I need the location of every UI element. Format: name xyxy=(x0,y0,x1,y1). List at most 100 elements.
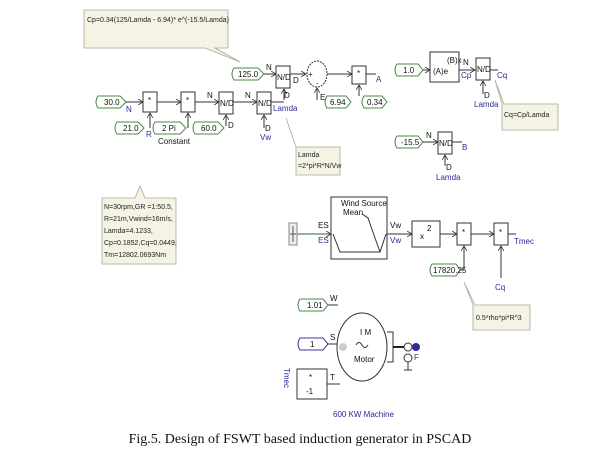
multiplier-block-4[interactable]: * xyxy=(493,222,509,246)
svg-text:-1: -1 xyxy=(306,387,314,396)
svg-text:Mean: Mean xyxy=(343,208,363,217)
svg-text:I M: I M xyxy=(360,328,371,337)
multiplier-block-2[interactable]: * xyxy=(180,91,196,113)
svg-text:R=21m,Vwind=16m/s,: R=21m,Vwind=16m/s, xyxy=(104,216,173,223)
svg-text:Motor: Motor xyxy=(354,355,375,364)
svg-text:N: N xyxy=(266,63,272,72)
const-2pi[interactable]: 2 Pi xyxy=(152,121,187,135)
const-1-0[interactable]: 1.0 xyxy=(394,63,424,77)
svg-text:N/D: N/D xyxy=(277,73,291,82)
svg-text:0.5*rho*pi*R^3: 0.5*rho*pi*R^3 xyxy=(476,315,522,322)
multiplier-block-3[interactable]: * xyxy=(456,222,472,246)
svg-text:Cp=0.1852,Cq=0.0449,: Cp=0.1852,Cq=0.0449, xyxy=(104,240,177,247)
note-parameters: N=30rpm,GR =1:50.5, R=21m,Vwind=16m/s, L… xyxy=(101,184,177,265)
figure-caption: Fig.5. Design of FSWT based induction ge… xyxy=(128,432,472,447)
svg-text:1: 1 xyxy=(310,340,315,349)
svg-text:-15.5: -15.5 xyxy=(401,138,420,147)
note-cp-formula: Cp=0.34(125/Lamda - 6.94)* e^(-15.5/Lamd… xyxy=(83,9,241,63)
divider-block-1[interactable]: N/D xyxy=(275,65,291,89)
const-60[interactable]: 60.0 xyxy=(192,121,225,135)
svg-text:W: W xyxy=(330,294,338,303)
svg-text:17820.25: 17820.25 xyxy=(433,266,467,275)
svg-text:N/D: N/D xyxy=(220,99,234,108)
svg-text:D: D xyxy=(484,91,490,100)
svg-text:D: D xyxy=(265,124,271,133)
svg-text:30.0: 30.0 xyxy=(104,98,120,107)
const-17820[interactable]: 17820.25 xyxy=(429,263,467,277)
divider-block-2[interactable]: N/D xyxy=(218,91,234,115)
meters: F xyxy=(403,342,420,371)
svg-text:+: + xyxy=(308,70,313,79)
svg-text:N/D: N/D xyxy=(477,65,491,74)
note-cq-formula: Cq=Cp/Lamda xyxy=(494,79,559,131)
svg-text:Cq: Cq xyxy=(495,283,505,292)
svg-text:x: x xyxy=(420,232,424,241)
svg-text:21.0: 21.0 xyxy=(123,124,139,133)
signal-Lamda-out: Lamda xyxy=(273,104,298,113)
const-1-01[interactable]: 1.01 xyxy=(297,298,329,312)
svg-text:D: D xyxy=(446,163,452,172)
summing-junction[interactable]: + - xyxy=(306,60,328,88)
signal-Lamda: Lamda xyxy=(474,100,499,109)
svg-text:*: * xyxy=(499,228,502,237)
svg-text:Wind Source: Wind Source xyxy=(341,199,387,208)
svg-text:E: E xyxy=(320,93,325,102)
svg-text:D: D xyxy=(228,121,234,130)
const-minus-15-5[interactable]: -15.5 xyxy=(394,135,424,149)
signal-Vw: Vw xyxy=(260,133,271,142)
multiplier-block-A[interactable]: * xyxy=(351,65,367,85)
const-1[interactable]: 1 xyxy=(297,337,329,351)
const-125[interactable]: 125.0 xyxy=(231,67,265,81)
svg-text:Lamda=4.1233,: Lamda=4.1233, xyxy=(104,228,153,235)
wind-source-block[interactable]: Wind Source Mean xyxy=(330,196,388,260)
const-30[interactable]: 30.0 xyxy=(95,95,127,109)
divider-block-3[interactable]: N/D xyxy=(256,91,272,115)
svg-text:N: N xyxy=(426,131,432,140)
svg-text:ES: ES xyxy=(318,236,329,245)
svg-text:2 Pi: 2 Pi xyxy=(162,124,176,133)
svg-text:N: N xyxy=(207,91,213,100)
divider-block-B[interactable]: N/D xyxy=(437,131,453,155)
svg-text:-: - xyxy=(316,79,319,88)
svg-text:1.01: 1.01 xyxy=(307,301,323,310)
signal-Tmec-in: Tmec xyxy=(282,368,291,388)
svg-text:F: F xyxy=(414,353,419,362)
slider-input[interactable] xyxy=(288,222,298,246)
signal-A: A xyxy=(376,75,382,84)
svg-text:=2*pi*R*N/Vw: =2*pi*R*N/Vw xyxy=(298,163,342,170)
svg-text:N: N xyxy=(463,58,469,67)
square-block[interactable]: x 2 xyxy=(411,220,441,248)
svg-text:Cq=Cp/Lamda: Cq=Cp/Lamda xyxy=(504,112,549,119)
svg-text:R: R xyxy=(146,130,152,139)
svg-text:*: * xyxy=(462,228,465,237)
svg-text:S: S xyxy=(330,333,335,342)
svg-text:N=30rpm,GR =1:50.5,: N=30rpm,GR =1:50.5, xyxy=(104,204,173,211)
svg-text:6.94: 6.94 xyxy=(330,98,346,107)
svg-text:Vw: Vw xyxy=(390,221,401,230)
svg-text:Vw: Vw xyxy=(390,236,401,245)
svg-text:0.34: 0.34 xyxy=(367,98,383,107)
const-21[interactable]: 21.0 xyxy=(114,121,145,135)
svg-text:D: D xyxy=(293,76,299,85)
multiplier-block-1[interactable]: * xyxy=(142,91,158,113)
gain-block[interactable]: * -1 xyxy=(296,368,328,400)
svg-text:(A)e: (A)e xyxy=(433,67,449,76)
svg-text:*: * xyxy=(148,96,151,105)
const-0-34[interactable]: 0.34 xyxy=(361,95,388,109)
signal-Cp: Cp xyxy=(461,71,472,80)
svg-text:D: D xyxy=(284,91,290,100)
signal-Tmec: Tmec xyxy=(514,237,534,246)
svg-text:60.0: 60.0 xyxy=(201,124,217,133)
svg-text:2: 2 xyxy=(427,224,432,233)
const-6-94[interactable]: 6.94 xyxy=(324,95,352,109)
svg-text:N/D: N/D xyxy=(439,139,453,148)
exponential-block[interactable]: (A)e (B)x xyxy=(429,51,462,83)
induction-motor[interactable]: I M Motor xyxy=(336,312,388,382)
svg-text:1.0: 1.0 xyxy=(403,66,415,75)
note-torque-const: 0.5*rho*pi*R^3 xyxy=(463,281,531,331)
svg-text:(B)x: (B)x xyxy=(447,56,462,65)
divider-block-cq[interactable]: N/D xyxy=(475,57,491,81)
svg-text:T: T xyxy=(330,373,335,382)
svg-text:ES: ES xyxy=(318,221,329,230)
signal-B: B xyxy=(462,143,467,152)
